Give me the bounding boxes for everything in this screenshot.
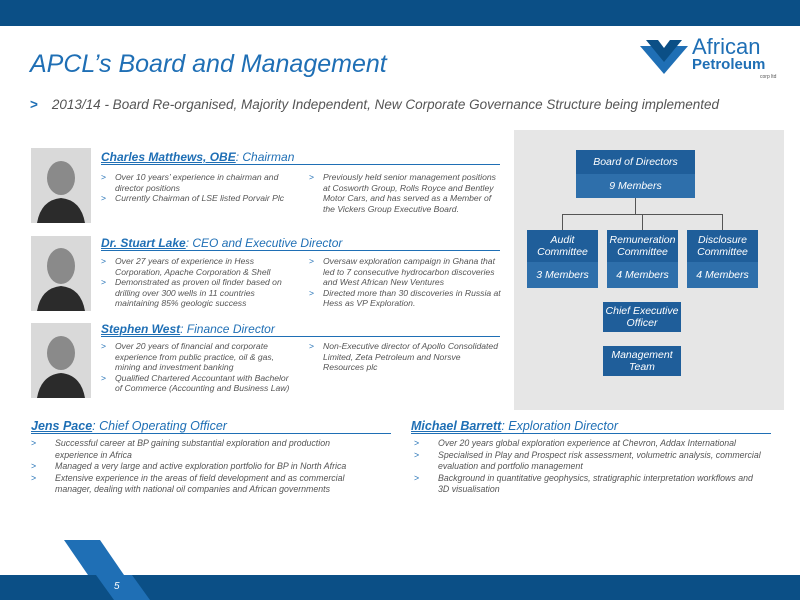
page-number: 5 — [114, 581, 120, 592]
management-team-box: Management Team — [603, 346, 681, 376]
divider — [411, 433, 771, 434]
bio-list: Over 20 years of financial and corporate… — [101, 341, 296, 394]
divider — [101, 164, 500, 165]
logo-mark-icon — [640, 40, 688, 74]
list-item: Oversaw exploration campaign in Ghana th… — [309, 256, 504, 288]
footer-decoration — [0, 540, 800, 600]
list-item: Qualified Chartered Accountant with Bach… — [101, 373, 296, 394]
bio-list: Successful career at BP gaining substant… — [31, 438, 371, 496]
person-name: Stephen West: Finance Director — [101, 322, 275, 336]
list-item: Demonstrated as proven oil finder based … — [101, 277, 296, 309]
list-item: Extensive experience in the areas of fie… — [31, 473, 371, 496]
bio-list: Over 27 years of experience in Hess Corp… — [101, 256, 296, 309]
list-item: Directed more than 30 discoveries in Rus… — [309, 288, 504, 309]
portrait-photo — [31, 323, 91, 398]
portrait-photo — [31, 236, 91, 311]
committee-box: Disclosure Committee — [687, 230, 758, 262]
list-item: Over 10 years’ experience in chairman an… — [101, 172, 296, 193]
person-name: Charles Matthews, OBE: Chairman — [101, 150, 295, 164]
connector-line — [642, 214, 643, 230]
person-name: Jens Pace: Chief Operating Officer — [31, 419, 227, 433]
divider — [31, 433, 391, 434]
person-name: Michael Barrett: Exploration Director — [411, 419, 619, 433]
connector-line — [635, 198, 636, 214]
board-members: 9 Members — [576, 174, 695, 198]
list-item: Specialised in Play and Prospect risk as… — [414, 450, 764, 473]
list-item: Over 27 years of experience in Hess Corp… — [101, 256, 296, 277]
bio-list: Non-Executive director of Apollo Consoli… — [309, 341, 504, 373]
ceo-box: Chief Executive Officer — [603, 302, 681, 332]
chevron-right-icon: > — [30, 97, 38, 112]
bio-list: Previously held senior management positi… — [309, 172, 504, 214]
board-box: Board of Directors — [576, 150, 695, 174]
list-item: Managed a very large and active explorat… — [31, 461, 371, 473]
subtitle-text: 2013/14 - Board Re-organised, Majority I… — [51, 97, 720, 112]
list-item: Previously held senior management positi… — [309, 172, 504, 214]
top-bar — [0, 0, 800, 26]
divider — [101, 250, 500, 251]
list-item: Background in quantitative geophysics, s… — [414, 473, 764, 496]
portrait-photo — [31, 148, 91, 223]
bio-list: Over 20 years global exploration experie… — [414, 438, 764, 496]
connector-line — [722, 214, 723, 230]
bio-list: Oversaw exploration campaign in Ghana th… — [309, 256, 504, 309]
committee-members: 4 Members — [687, 262, 758, 288]
logo-text-petroleum: Petroleum — [692, 56, 766, 73]
subtitle: >2013/14 - Board Re-organised, Majority … — [30, 97, 730, 112]
committee-box: Audit Committee — [527, 230, 598, 262]
divider — [101, 336, 500, 337]
list-item: Over 20 years of financial and corporate… — [101, 341, 296, 373]
logo-text-african: African — [692, 34, 761, 59]
committee-box: Remuneration Committee — [607, 230, 678, 262]
list-item: Successful career at BP gaining substant… — [31, 438, 371, 461]
list-item: Currently Chairman of LSE listed Porvair… — [101, 193, 296, 204]
committee-members: 4 Members — [607, 262, 678, 288]
company-logo: African Petroleum corp ltd — [640, 34, 780, 80]
list-item: Non-Executive director of Apollo Consoli… — [309, 341, 504, 373]
committee-members: 3 Members — [527, 262, 598, 288]
list-item: Over 20 years global exploration experie… — [414, 438, 764, 450]
person-name: Dr. Stuart Lake: CEO and Executive Direc… — [101, 236, 343, 250]
connector-line — [562, 214, 563, 230]
logo-suffix: corp ltd — [760, 74, 777, 80]
page-title: APCL’s Board and Management — [30, 50, 387, 78]
bio-list: Over 10 years’ experience in chairman an… — [101, 172, 296, 204]
